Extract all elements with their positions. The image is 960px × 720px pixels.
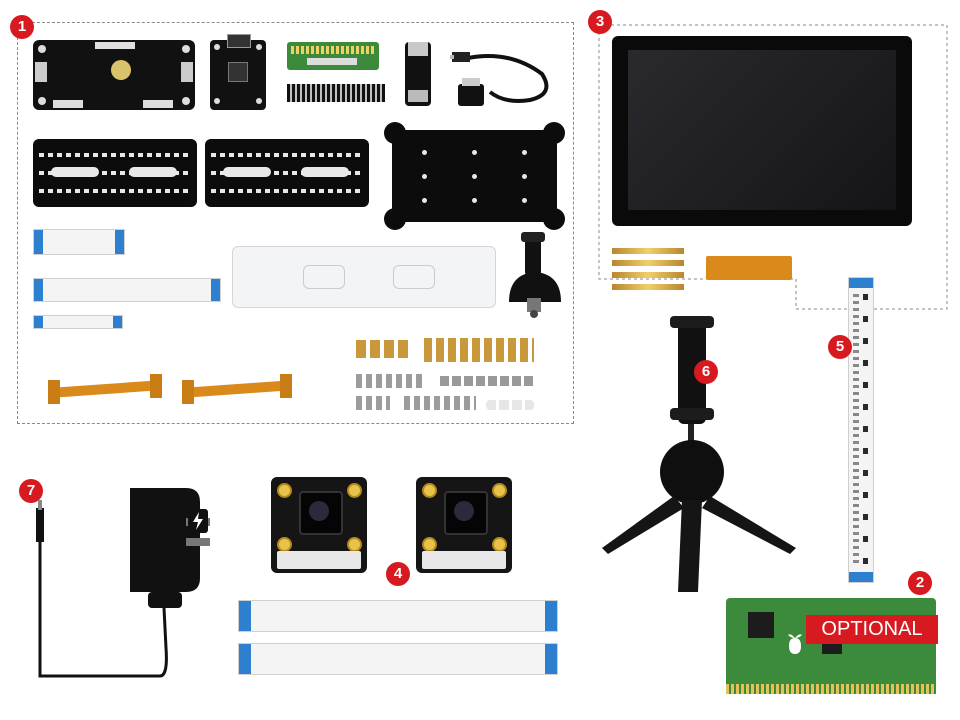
compute-module xyxy=(726,598,936,694)
item7-badge: 7 xyxy=(19,479,43,503)
camera-module-right xyxy=(416,477,512,573)
item2-badge: 2 xyxy=(908,571,932,595)
item6-badge: 6 xyxy=(694,360,718,384)
power-adapter xyxy=(36,488,210,678)
ribbon-cable-long-1 xyxy=(33,278,221,302)
item3-badge: 3 xyxy=(588,10,612,34)
black-bracket-plate xyxy=(384,122,565,230)
optional-label: OPTIONAL xyxy=(806,615,938,644)
item4-badge: 4 xyxy=(386,562,410,586)
usb-otg-cable xyxy=(450,52,549,106)
item5-badge: 5 xyxy=(828,335,852,359)
lightning-bolt-icon xyxy=(188,509,208,533)
brass-standoffs-long xyxy=(424,338,534,362)
item3-group-box xyxy=(598,24,948,310)
tripod-mount-adapter xyxy=(509,232,561,318)
long-ribbon-cable xyxy=(848,277,874,583)
item1-group-box xyxy=(17,22,574,424)
brass-standoffs-short xyxy=(356,340,408,358)
display-standoffs xyxy=(612,246,684,290)
nuts-row xyxy=(440,376,534,386)
raspberry-pi-logo-icon xyxy=(785,632,805,656)
ribbon-cable-short-2 xyxy=(33,315,123,329)
ribbon-cable-short-1 xyxy=(33,229,125,255)
pin-header xyxy=(287,84,385,102)
black-plate-middle xyxy=(205,139,369,207)
base-board xyxy=(33,40,195,110)
tripod-with-phone-holder xyxy=(602,316,796,592)
green-adapter-board xyxy=(287,42,379,70)
screws-row-2 xyxy=(356,396,390,410)
acrylic-plate xyxy=(232,246,496,308)
screws-row-3 xyxy=(404,396,476,410)
hdmi-adapter xyxy=(405,42,431,106)
io-board xyxy=(210,34,266,110)
camera-ribbon-cable-2 xyxy=(238,643,558,675)
camera-ribbon-cable-1 xyxy=(238,600,558,632)
screws-row-1 xyxy=(356,374,426,388)
black-plate-left xyxy=(33,139,197,207)
washers-row xyxy=(486,400,534,410)
item1-badge: 1 xyxy=(10,15,34,39)
display-fpc-cable xyxy=(706,256,792,280)
camera-module-left xyxy=(271,477,367,573)
dsi-display xyxy=(612,36,912,226)
